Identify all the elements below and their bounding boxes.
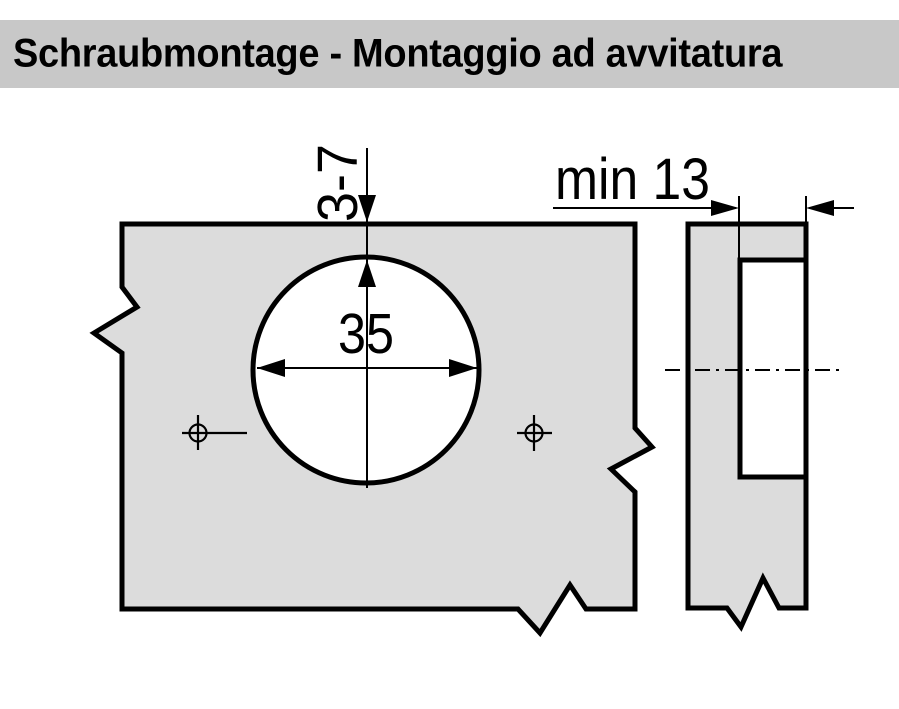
dimension-label-35: 35 <box>338 302 394 366</box>
cup-hole-side-profile <box>737 257 809 480</box>
screw-position-marker-right <box>517 415 552 451</box>
arrow-up-icon <box>358 260 376 287</box>
dimension-3-7: 3-7 <box>306 144 376 488</box>
dimension-35: 35 <box>257 302 477 377</box>
dimension-label-3-7: 3-7 <box>306 144 370 222</box>
arrow-left-icon <box>257 359 285 377</box>
header-bar: Schraubmontage - Montaggio ad avvitatura <box>0 20 899 88</box>
page-title: Schraubmontage - Montaggio ad avvitatura <box>13 31 783 76</box>
screw-position-marker-left <box>182 415 247 450</box>
dimension-label-min13: min 13 <box>555 147 710 212</box>
arrow-right-icon <box>449 359 477 377</box>
arrow-right-icon <box>711 200 739 216</box>
arrow-left-icon <box>806 200 834 216</box>
dimension-min13: min 13 <box>553 147 854 258</box>
arrow-down-icon <box>358 195 376 222</box>
